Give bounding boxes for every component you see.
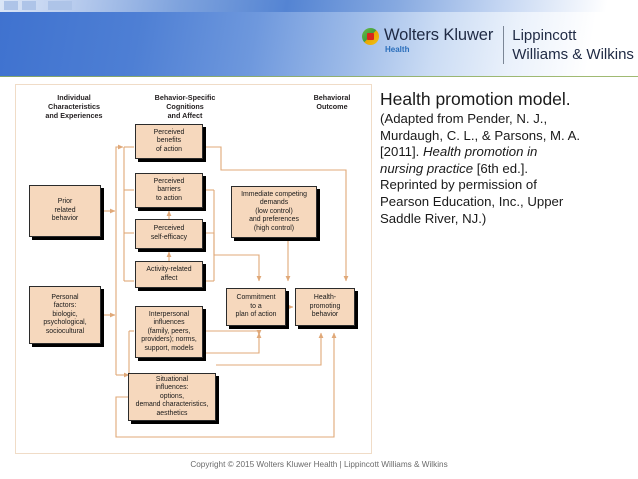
footer-copyright: Copyright © 2015 Wolters Kluwer Health |… <box>190 460 448 469</box>
caption-body: (Adapted from Pender, N. J., Murdaugh, C… <box>380 111 632 227</box>
imprint-line-1: Lippincott <box>512 27 577 44</box>
imprint-line-2: Williams & Wilkins <box>512 46 634 63</box>
caption-line-3-plain: [2011]. <box>380 144 424 160</box>
header-band <box>0 0 638 77</box>
figure-caption: Health promotion model. (Adapted from Pe… <box>380 88 632 227</box>
wolters-kluwer-mark-icon <box>362 28 379 45</box>
brand-unit: Health <box>385 45 410 54</box>
caption-line-1: (Adapted from Pender, N. J., <box>380 111 548 126</box>
brand-name: Wolters Kluwer <box>384 26 494 44</box>
header-accent-rule <box>0 76 638 77</box>
caption-line-6: Pearson Education, Inc., Upper <box>380 193 564 209</box>
caption-line-2: Murdaugh, C. L., & Parsons, M. A. <box>380 127 581 143</box>
caption-line-3-italic: Health promotion in <box>423 144 538 160</box>
wolters-kluwer-logo: Wolters Kluwer Health Lippincott William… <box>362 26 634 64</box>
diagram-connectors <box>101 144 349 438</box>
caption-line-4-italic: nursing practice <box>380 160 474 176</box>
caption-title: Health promotion model. <box>380 89 571 109</box>
caption-line-5: Reprinted by permission of <box>380 177 537 193</box>
logo-divider <box>503 26 505 64</box>
header-top-strip <box>0 0 638 12</box>
caption-line-4-plain: [6th ed.]. <box>473 160 529 176</box>
caption-line-7: Saddle River, NJ.) <box>380 210 487 226</box>
